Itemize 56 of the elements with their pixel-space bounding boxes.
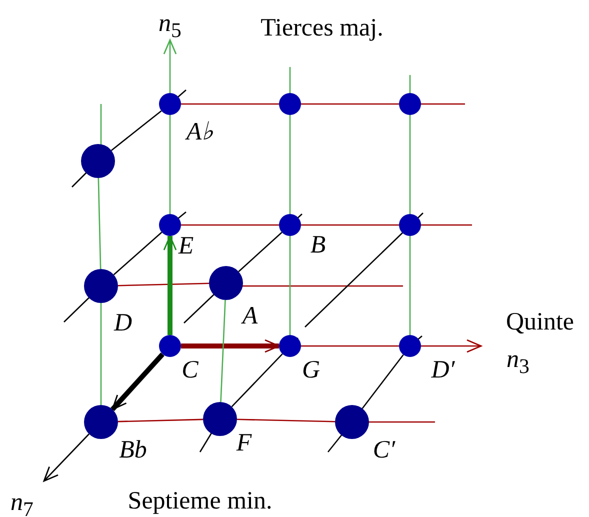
axis-title: Quinte (506, 310, 574, 334)
lattice-point (279, 335, 301, 357)
lattice-point (209, 266, 243, 300)
connector-line (113, 232, 162, 276)
note-label: D (114, 310, 132, 336)
note-label: Bb (119, 438, 147, 462)
lattice-point (335, 405, 369, 439)
axis-label: n$_{7}$ (10, 490, 34, 517)
axis-title: Tierces maj. (260, 16, 384, 40)
note-label: F (236, 430, 252, 456)
lattice-point (203, 402, 237, 436)
lattice-point (279, 214, 301, 236)
connector-line (118, 418, 204, 422)
axis-label: n$_{5}$ (158, 11, 182, 41)
connector-line (238, 232, 282, 272)
lattice-point (84, 405, 118, 439)
connector-line (289, 236, 291, 335)
connector-line (236, 418, 336, 422)
lattice-point (279, 93, 301, 115)
note-label: A (242, 304, 258, 328)
axis-label: n$_{3}$ (506, 347, 530, 377)
connector-line (181, 224, 279, 226)
connector-line (181, 103, 279, 105)
connector-line (409, 115, 411, 214)
connector-line (100, 303, 102, 405)
arrow (110, 352, 164, 412)
note-label: D′ (431, 358, 455, 382)
connector-line (289, 115, 291, 214)
connector-line (301, 345, 399, 347)
connector-line (169, 115, 171, 214)
connector-line (110, 110, 162, 151)
note-label: B (310, 232, 326, 258)
note-label: A♭ (186, 120, 214, 144)
lattice-point (399, 335, 421, 357)
connector-line (231, 354, 283, 408)
note-label: E (178, 234, 194, 258)
connector-line (301, 103, 399, 105)
lattice-point (399, 93, 421, 115)
lattice-point (84, 269, 118, 303)
lattice-point (399, 214, 421, 236)
arrow (163, 235, 177, 335)
lattice-point (81, 144, 115, 178)
connector-line (118, 282, 210, 286)
lattice-point (159, 93, 181, 115)
axis-title: Septieme min. (128, 488, 272, 514)
lattice-point (159, 214, 181, 236)
connector-line (301, 224, 399, 226)
connector-line (220, 300, 226, 402)
note-label: G (302, 358, 320, 382)
note-label: C′ (372, 438, 396, 462)
arrow (181, 339, 280, 353)
connector-line (362, 354, 404, 409)
note-label: C (182, 358, 198, 382)
connector-line (409, 236, 411, 335)
lattice-point (159, 335, 181, 357)
connector-line (98, 178, 102, 270)
